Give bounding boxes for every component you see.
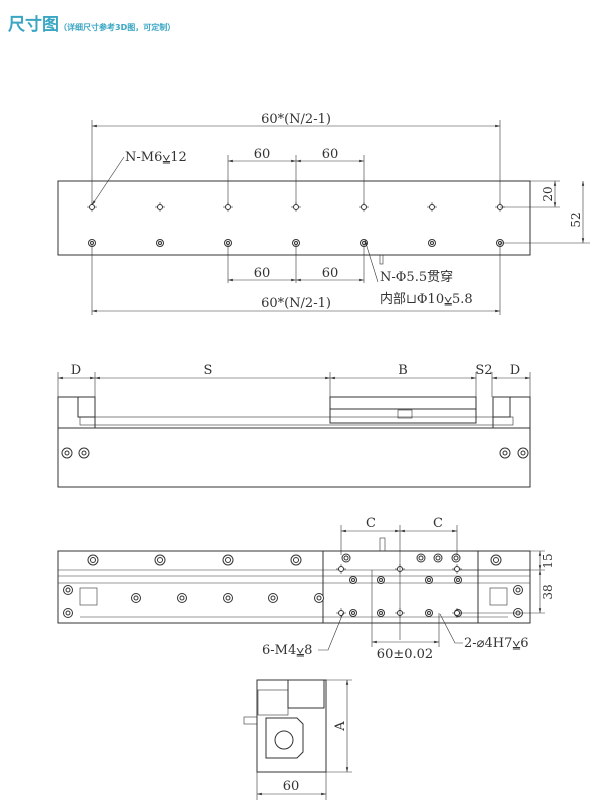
mounting-hole bbox=[131, 593, 141, 603]
mounting-hole bbox=[61, 447, 73, 459]
mounting-hole bbox=[222, 554, 234, 566]
c-left-label: C bbox=[366, 516, 376, 531]
mounting-hole bbox=[268, 593, 278, 603]
top-view: 60*(N/2-1) 60 60 N-M6⩣12 20 52 60 60 N-Φ… bbox=[57, 112, 590, 315]
mounting-hole bbox=[416, 553, 426, 563]
s2-label: S2 bbox=[475, 363, 492, 378]
overall-length-bottom-label: 60*(N/2-1) bbox=[261, 296, 331, 311]
dim-38-label: 38 bbox=[541, 584, 555, 599]
thread-note: N-M6⩣12 bbox=[125, 150, 187, 165]
counterbore-note: 内部⊔Φ10⩣5.8 bbox=[380, 291, 473, 307]
end-width-label: 60 bbox=[283, 779, 300, 794]
title-sub: （详细尺寸参考3D图，可定制） bbox=[59, 23, 176, 32]
mounting-hole bbox=[290, 554, 302, 566]
dim-15-label: 15 bbox=[541, 553, 555, 568]
c-right-label: C bbox=[433, 516, 443, 531]
mounting-hole bbox=[517, 447, 529, 459]
mounting-hole bbox=[425, 609, 433, 617]
tolerance-note: 60±0.02 bbox=[377, 647, 433, 662]
mounting-hole bbox=[377, 609, 385, 617]
mounting-hole bbox=[87, 554, 99, 566]
mounting-hole bbox=[377, 576, 385, 584]
mounting-hole bbox=[499, 447, 511, 459]
pitch-label: 60 bbox=[254, 266, 271, 281]
side-view: C C 15 38 60±0.02 6-M4⩣8 2-⌀4H7⩣6 bbox=[57, 516, 555, 662]
tapped-hole bbox=[452, 608, 462, 618]
m4-thread-note: 6-M4⩣8 bbox=[262, 643, 312, 658]
pitch-label: 60 bbox=[322, 266, 339, 281]
tapped-hole bbox=[427, 202, 437, 212]
through-hole-note: N-Φ5.5贯穿 bbox=[380, 269, 453, 285]
mounting-hole bbox=[425, 576, 433, 584]
mounting-hole bbox=[341, 553, 351, 563]
mounting-hole bbox=[156, 239, 164, 247]
mounting-hole bbox=[63, 608, 73, 618]
mounting-hole bbox=[513, 585, 523, 595]
d-left-label: D bbox=[71, 363, 81, 378]
stroke-label: S bbox=[204, 363, 213, 378]
mounting-hole bbox=[292, 239, 300, 247]
mounting-hole bbox=[177, 593, 187, 603]
tapped-hole bbox=[155, 202, 165, 212]
mounting-hole bbox=[223, 593, 233, 603]
pitch-label: 60 bbox=[254, 147, 271, 162]
front-view: D S B S2 D bbox=[57, 363, 531, 488]
height-a-label: A bbox=[333, 721, 348, 732]
mounting-hole bbox=[428, 239, 436, 247]
pitch-label: 60 bbox=[322, 147, 339, 162]
mounting-hole bbox=[451, 553, 461, 563]
mounting-hole bbox=[154, 554, 166, 566]
tapped-hole bbox=[452, 564, 462, 574]
dim-20-label: 20 bbox=[541, 186, 555, 201]
mounting-hole bbox=[490, 554, 502, 566]
mounting-hole bbox=[63, 585, 73, 595]
dim-52-label: 52 bbox=[569, 212, 583, 227]
mounting-hole bbox=[349, 609, 357, 617]
tapped-hole bbox=[336, 564, 346, 574]
tapped-hole bbox=[336, 608, 346, 618]
mounting-hole bbox=[349, 576, 357, 584]
mounting-hole bbox=[224, 239, 232, 247]
mounting-hole bbox=[314, 593, 324, 603]
sheet-title: 尺寸图（详细尺寸参考3D图，可定制） bbox=[8, 10, 175, 35]
d-right-label: D bbox=[510, 363, 520, 378]
mounting-hole bbox=[454, 576, 462, 584]
title-main: 尺寸图 bbox=[8, 15, 59, 35]
mounting-hole bbox=[78, 447, 90, 459]
end-view: A 60 bbox=[243, 679, 352, 800]
mounting-hole bbox=[433, 553, 443, 563]
dowel-pin-note: 2-⌀4H7⩣6 bbox=[464, 636, 529, 651]
overall-length-top-label: 60*(N/2-1) bbox=[261, 112, 331, 127]
b-label: B bbox=[398, 363, 408, 378]
